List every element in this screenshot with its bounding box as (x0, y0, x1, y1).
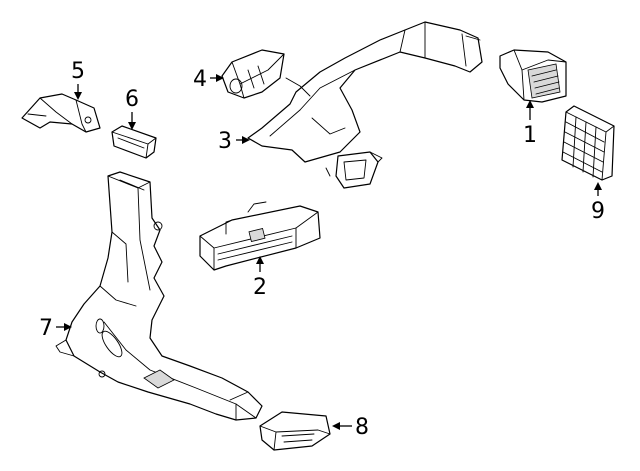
part-2-center-outlet[interactable] (199, 201, 321, 271)
callout-2: 2 (253, 275, 267, 300)
part-8-floor-extension[interactable] (259, 411, 331, 451)
part-7-floor-duct[interactable] (55, 171, 263, 421)
leader-lines (56, 74, 602, 430)
callout-5: 5 (71, 59, 85, 84)
callout-9: 9 (591, 199, 605, 224)
part-3-upper-duct[interactable] (247, 21, 483, 189)
callout-4: 4 (193, 67, 207, 92)
callout-labels: 1 2 3 4 5 6 7 8 9 (39, 59, 605, 440)
part-1-side-outlet[interactable] (499, 49, 567, 103)
callout-8: 8 (355, 415, 369, 440)
part-5-left-vent-duct[interactable] (21, 93, 101, 133)
callout-6: 6 (125, 87, 139, 112)
part-4-left-outlet-duct[interactable] (221, 49, 285, 99)
part-6-small-grille[interactable] (111, 125, 157, 159)
callout-1: 1 (523, 123, 537, 148)
callout-3: 3 (218, 129, 232, 154)
callout-7: 7 (39, 316, 53, 341)
part-9-side-grille[interactable] (561, 105, 615, 181)
